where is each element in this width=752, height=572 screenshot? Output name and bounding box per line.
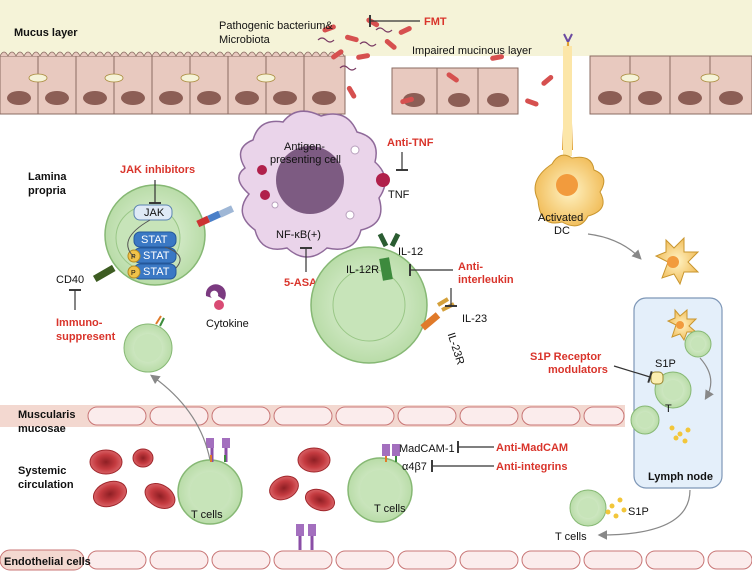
muscularis-label-2: mucosae xyxy=(18,423,66,435)
apc-label-1: Antigen- xyxy=(284,141,325,153)
activated-dc xyxy=(534,33,605,227)
microbes-label-1: Pathogenic bacterium& xyxy=(219,20,333,32)
lamina-label-2: propria xyxy=(28,185,67,197)
impaired-mucus-label: Impaired mucinous layer xyxy=(412,45,532,57)
svg-text:P: P xyxy=(131,270,136,277)
ln-dc xyxy=(666,308,698,342)
epithelium-right xyxy=(589,55,752,115)
ln-flow-arrow xyxy=(699,357,714,401)
cd40-receptor xyxy=(92,264,116,282)
nfkb-label: NF-κB(+) xyxy=(276,229,321,241)
endothelial-cells xyxy=(0,549,752,571)
il23-label: IL-23 xyxy=(462,313,487,325)
anti-integrins-label: Anti-integrins xyxy=(496,461,568,473)
antigen-presenting-cell xyxy=(238,110,386,258)
tnf-label: TNF xyxy=(388,189,410,201)
lamina-label-1: Lamina xyxy=(28,171,67,183)
t-cells-label-1: T cells xyxy=(191,509,223,521)
ln-s1p-dots xyxy=(669,425,691,444)
ln-t-cell-3 xyxy=(630,405,660,435)
il12-label: IL-12 xyxy=(398,246,423,258)
systemic-label-2: circulation xyxy=(18,479,74,491)
il12r-label: IL-12R xyxy=(346,264,379,276)
microbiota-squiggles xyxy=(317,27,393,71)
svg-text:JAK: JAK xyxy=(144,207,165,219)
t-cell-circulation-2 xyxy=(347,444,413,523)
il23r-label: IL-23R xyxy=(445,331,467,366)
epithelium-mid xyxy=(391,67,519,115)
jak-stat-cell: JAK STAT STAT STAT P P xyxy=(104,184,235,286)
madcam-label: MadCAM-1 xyxy=(399,443,455,455)
il-receptor-cell xyxy=(310,232,455,364)
svg-text:STAT: STAT xyxy=(143,250,170,262)
ln-exit-arrow xyxy=(597,489,691,540)
ln-t-cell-2 xyxy=(650,371,692,409)
muscularis-cells xyxy=(87,406,625,426)
microbes-label-2: Microbiota xyxy=(219,34,271,46)
immunosuppressant-label-1: Immuno- xyxy=(56,317,103,329)
immunosuppressant-label-2: suppresent xyxy=(56,331,116,343)
a4b7-label: α4β7 xyxy=(402,461,427,473)
cd40-label: CD40 xyxy=(56,274,84,286)
mucus-layer-label: Mucus layer xyxy=(14,27,78,39)
svg-text:STAT: STAT xyxy=(141,234,168,246)
exiting-t-cells-label: T cells xyxy=(555,531,587,543)
tnf-molecule xyxy=(376,173,390,187)
ln-s1p-label: S1P xyxy=(655,358,676,370)
anti-interleukin-label-2: interleukin xyxy=(458,274,514,286)
jak-inhibitors-label: JAK inhibitors xyxy=(120,164,195,176)
ln-t-cell-1 xyxy=(684,330,712,358)
five-asa-label: 5-ASA xyxy=(284,277,317,289)
fmt-label: FMT xyxy=(424,16,447,28)
mucus-layer xyxy=(0,0,752,56)
apc-label-2: presenting cell xyxy=(270,154,341,166)
bacteria-cluster xyxy=(322,17,578,191)
anti-interleukin-label-1: Anti- xyxy=(458,261,483,273)
cytokine-icon xyxy=(205,284,226,310)
anti-tnf-label: Anti-TNF xyxy=(387,137,434,149)
s1p-inhibition xyxy=(613,365,653,384)
activated-dc-label-1: Activated xyxy=(538,212,583,224)
svg-text:STAT: STAT xyxy=(143,266,170,278)
endothelial-label: Endothelial cells xyxy=(4,556,91,568)
ln-t-label: T xyxy=(665,403,672,415)
dc-migration-arrow xyxy=(587,233,642,260)
s1p-modulators-label-1: S1P Receptor xyxy=(530,351,602,363)
t-cells-label-2: T cells xyxy=(374,503,406,515)
muscularis-label-1: Muscularis xyxy=(18,409,75,421)
migrating-dc xyxy=(654,236,700,286)
lymph-node-label: Lymph node xyxy=(648,471,713,483)
activated-dc-label-2: DC xyxy=(554,225,570,237)
endothelial-madcam xyxy=(296,524,316,550)
t-cell-migration-arrow xyxy=(150,374,211,461)
cytokine-label: Cytokine xyxy=(206,318,249,330)
anti-madcam-label: Anti-MadCAM xyxy=(496,442,568,454)
s1p-modulators-label-2: modulators xyxy=(548,364,608,376)
small-t-cell xyxy=(123,315,173,373)
svg-text:P: P xyxy=(131,254,136,261)
red-blood-cells xyxy=(89,447,336,512)
exiting-t-cell xyxy=(569,489,607,527)
exiting-s1p-label: S1P xyxy=(628,506,649,518)
t-cell-circulation-1 xyxy=(177,438,243,525)
exiting-s1p-dots xyxy=(605,497,627,519)
epithelium-left xyxy=(0,51,346,115)
systemic-label-1: Systemic xyxy=(18,465,66,477)
